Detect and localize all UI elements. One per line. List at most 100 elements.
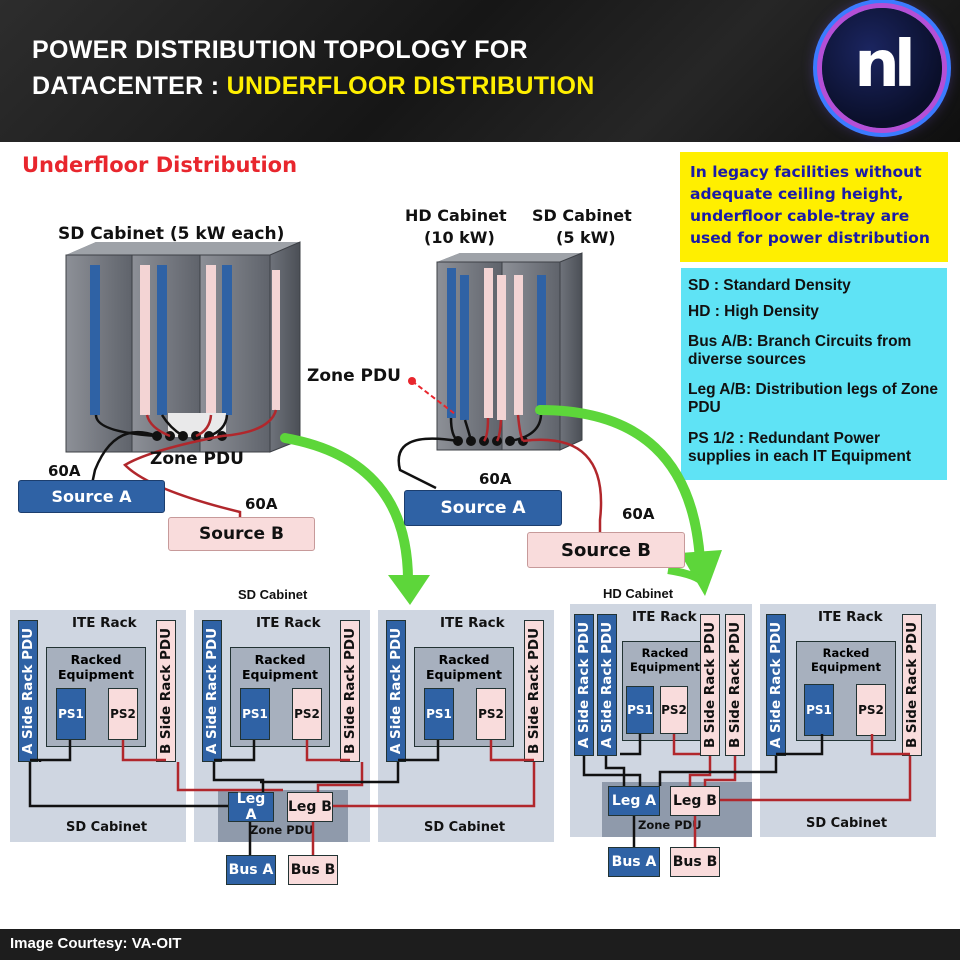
equipment-label: Racked Equipment [242, 652, 318, 682]
ps1-box: PS1 [424, 688, 454, 740]
b-pdu-label: B Side Rack PDU [342, 627, 359, 755]
cabinet-bay [131, 254, 201, 453]
a-pdu-strip [222, 265, 232, 415]
equipment-label: Racked Equipment [630, 646, 700, 674]
source-a: Source A [404, 490, 562, 526]
b-side-rack-pdu: B Side Rack PDU [524, 620, 544, 762]
ite-rack-panel: ITE Rack Racked Equipment PS1 PS2 A Side… [378, 610, 554, 842]
cabinet-body [66, 242, 300, 452]
equipment-label: Racked Equipment [811, 646, 881, 674]
b-pdu-strip [206, 265, 216, 415]
a-pdu-label: A Side Rack PDU [204, 627, 220, 755]
ps1-box: PS1 [56, 688, 86, 740]
zone-pdu-label: Zone PDU [250, 823, 314, 837]
rack-title: ITE Rack [256, 615, 321, 631]
a-pdu-label: A Side Rack PDU [599, 621, 615, 749]
legend-item: HD : High Density [688, 303, 819, 320]
source-b: Source B [527, 532, 685, 568]
a-pdu-strip [90, 265, 100, 415]
leg-a: Leg A [228, 791, 274, 823]
zone-pdu-label: Zone PDU [150, 449, 244, 469]
a-side-rack-pdu: A Side Rack PDU [597, 614, 617, 756]
rack-title: ITE Rack [632, 609, 697, 625]
b-pdu-label: B Side Rack PDU [526, 627, 543, 755]
legend-item: Bus A/B: Branch Circuits from diverse so… [688, 333, 912, 368]
b-pdu-label: B Side Rack PDU [158, 627, 175, 755]
a-pdu-label: A Side Rack PDU [388, 627, 404, 755]
equipment-label: Racked Equipment [58, 652, 134, 682]
cabinet-bay [199, 254, 271, 453]
pdu-outlets [453, 436, 528, 446]
arrow-head [388, 575, 430, 605]
b-side-rack-pdu: B Side Rack PDU [725, 614, 745, 756]
bus-b: Bus B [288, 855, 338, 885]
hd-sd-cabinet-illustration [436, 252, 583, 451]
ps1-box: PS1 [626, 686, 654, 734]
b-side-rack-pdu: B Side Rack PDU [902, 614, 922, 756]
zone-pdu-pointer [411, 380, 456, 415]
a-side-rack-pdu: A Side Rack PDU [766, 614, 786, 756]
b-pdu-strip [140, 265, 150, 415]
source-a: Source A [18, 480, 165, 513]
sd-cabinet-kw: (5 kW) [556, 228, 616, 247]
leg-b: Leg B [670, 786, 720, 816]
hd-cabinet-kw: (10 kW) [424, 228, 495, 247]
b-side-rack-pdu: B Side Rack PDU [340, 620, 360, 762]
b-pdu-label: B Side Rack PDU [727, 621, 744, 749]
bus-a: Bus A [226, 855, 276, 885]
rack-title: ITE Rack [818, 609, 883, 625]
pdu-outlets [152, 431, 227, 441]
rack-footer: SD Cabinet [66, 820, 148, 835]
sd-cabinet-group-illustration [65, 241, 301, 453]
ps2-box: PS2 [108, 688, 138, 740]
a-side-rack-pdu: A Side Rack PDU [202, 620, 222, 762]
bus-b: Bus B [670, 847, 720, 877]
legend-box: SD : Standard Density HD : High Density … [681, 268, 947, 480]
title-highlight: UNDERFLOOR DISTRIBUTION [226, 72, 595, 100]
bottom-left-caption: SD Cabinet [238, 587, 308, 602]
green-arrow [667, 566, 709, 588]
ps2-box: PS2 [476, 688, 506, 740]
a-pdu-label: A Side Rack PDU [576, 621, 592, 749]
note-text: In legacy facilities without adequate ce… [690, 163, 930, 247]
ps1-box: PS1 [804, 684, 834, 736]
a-side-rack-pdu: A Side Rack PDU [18, 620, 38, 762]
section-title: Underfloor Distribution [22, 153, 298, 177]
rack-title: ITE Rack [440, 615, 505, 631]
b-side-rack-pdu: B Side Rack PDU [156, 620, 176, 762]
header-banner: POWER DISTRIBUTION TOPOLOGY FOR DATACENT… [0, 0, 960, 142]
sd-rack-panel: ITE Rack Racked Equipment PS1 PS2 A Side… [760, 604, 936, 837]
legend-item: SD : Standard Density [688, 277, 851, 294]
leg-a: Leg A [608, 786, 660, 816]
image-credit: Image Courtesy: VA-OIT [10, 935, 182, 952]
brand-logo: nl [822, 8, 942, 128]
b-pdu-label: B Side Rack PDU [702, 621, 719, 749]
pointer-dot [408, 377, 416, 385]
leg-b: Leg B [287, 792, 333, 822]
amp-label-a: 60A [48, 462, 81, 480]
ps2-box: PS2 [660, 686, 688, 734]
sd-cabinet-label: SD Cabinet [532, 206, 632, 225]
zone-pdu-box [168, 413, 226, 437]
cabinet-bay [65, 254, 133, 453]
b-pdu-strip [272, 270, 280, 410]
legend-item: PS 1/2 : Redundant Power supplies in eac… [688, 430, 912, 465]
a-pdu-label: A Side Rack PDU [20, 627, 36, 755]
ite-rack-panel: ITE Rack Racked Equipment PS1 PS2 A Side… [10, 610, 186, 842]
sd-cabinet-label: SD Cabinet (5 kW each) [58, 224, 285, 244]
equipment-label: Racked Equipment [426, 652, 502, 682]
a-pdu-strip [157, 265, 167, 415]
bus-a: Bus A [608, 847, 660, 877]
a-side-rack-pdu: A Side Rack PDU [386, 620, 406, 762]
amp-label-a: 60A [479, 470, 512, 488]
legacy-note: In legacy facilities without adequate ce… [680, 152, 948, 262]
cabinet-side [269, 241, 301, 453]
arrow-head [680, 550, 722, 596]
page-title-line1: POWER DISTRIBUTION TOPOLOGY FOR [32, 36, 528, 64]
footer-bar: Image Courtesy: VA-OIT [0, 929, 960, 960]
amp-label-b: 60A [245, 495, 278, 513]
ps2-box: PS2 [292, 688, 322, 740]
logo-text: nl [854, 28, 916, 102]
amp-label-b: 60A [622, 505, 655, 523]
a-pdu-label: A Side Rack PDU [768, 621, 784, 749]
